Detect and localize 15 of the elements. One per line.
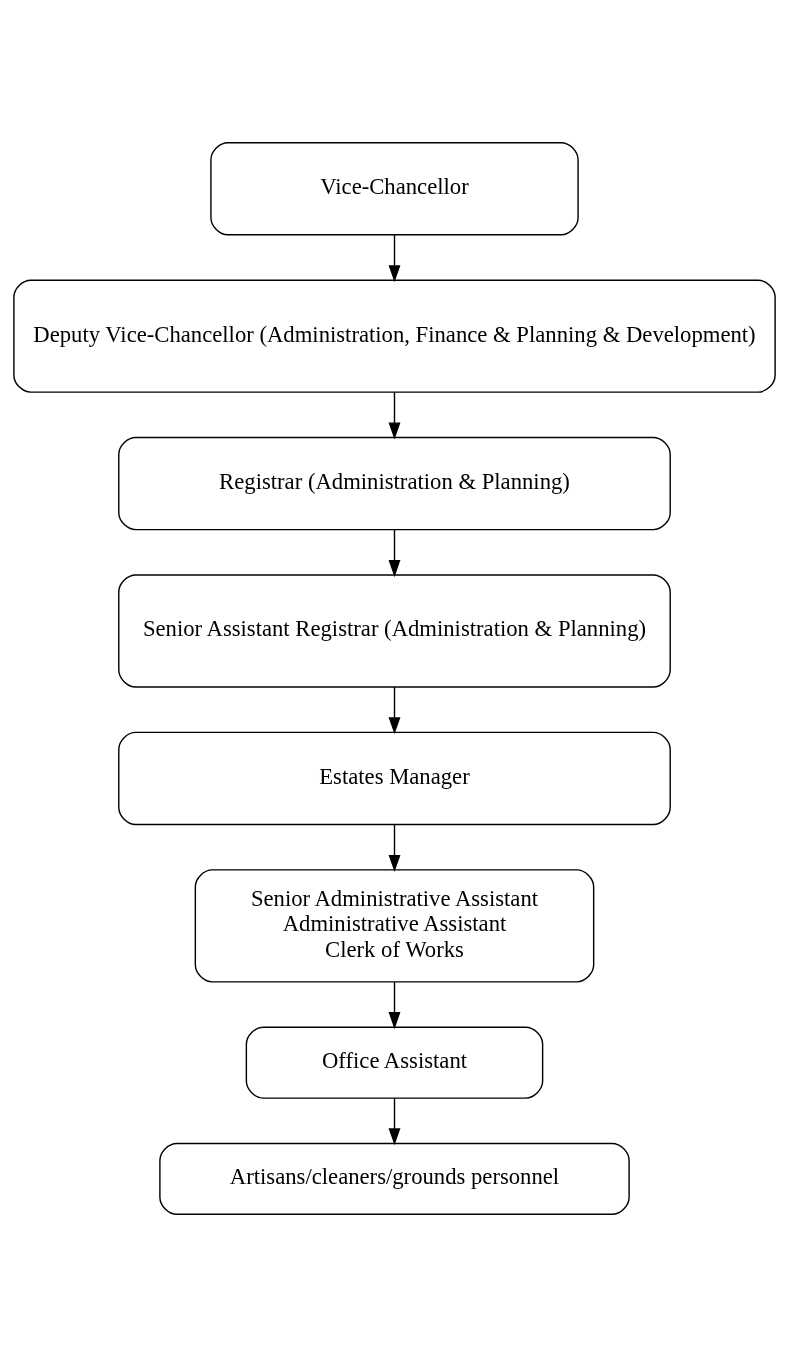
node-box: Deputy Vice-Chancellor (Administration, Finance & Planning & Development) [13,279,776,393]
node-box: Senior Administrative Assistant Administrative Assistant Clerk of Works [194,869,595,983]
arrow [388,234,401,283]
arrow [388,1097,401,1146]
node-box: Registrar (Administration & Planning) [118,436,671,531]
arrow [388,686,401,735]
arrow [388,981,401,1030]
node-box: Vice-Chancellor [210,141,579,236]
arrow [388,529,401,578]
node-box: Artisans/cleaners/grounds personnel [159,1142,630,1216]
arrow [388,824,401,872]
arrow [388,391,401,440]
node-box: Office Assistant [245,1026,544,1099]
node-box: Estates Manager [118,731,671,826]
node-box: Senior Assistant Registrar (Administration & Planning) [118,574,671,688]
